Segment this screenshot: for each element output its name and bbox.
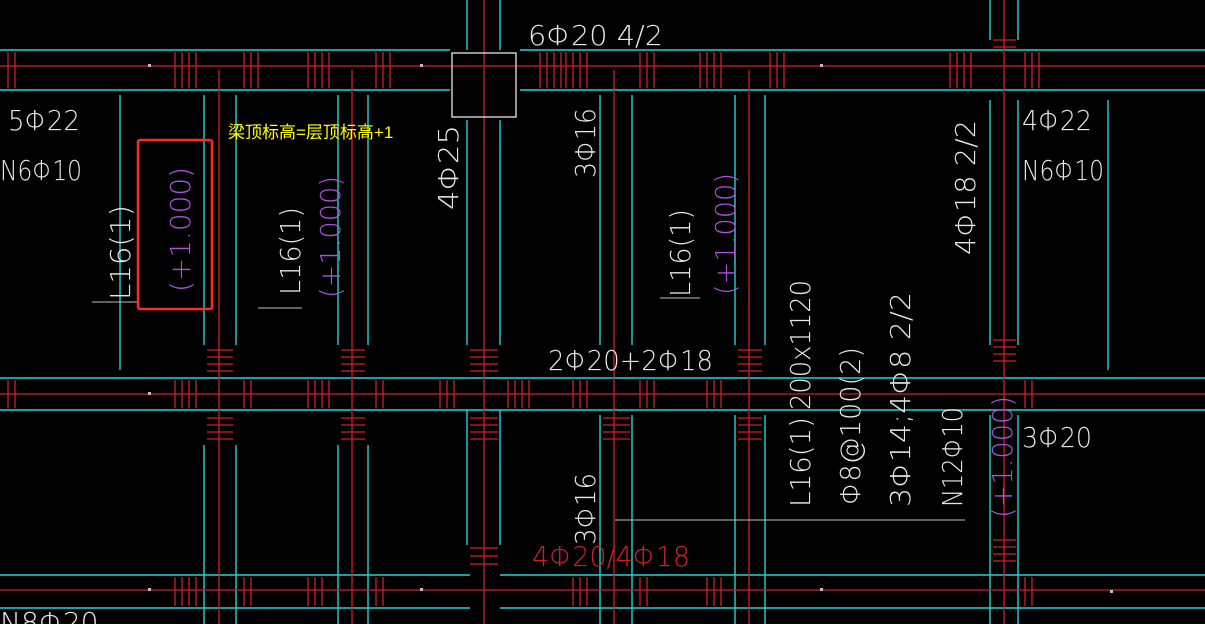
label-right-stirrup: N6Φ10	[1022, 154, 1104, 187]
grid-markers	[148, 64, 1113, 593]
label-section: 200x1120	[784, 280, 817, 410]
leader-lines	[92, 297, 965, 521]
label-beam-d: L16(1)	[784, 417, 817, 507]
label-col-bars-c: 4Φ18 2/2	[949, 120, 982, 255]
labels: 6Φ20 4/2 5Φ22 N6Φ10 4Φ22 N6Φ10 3Φ20 2Φ20…	[0, 19, 1104, 624]
label-elev-c: (+1.000)	[709, 173, 742, 295]
label-beam-a: L16(1)	[104, 205, 137, 300]
label-beam-c: L16(1)	[664, 209, 697, 297]
cyan-beam-edges	[0, 49, 1205, 609]
label-elev-d: (+1.000)	[986, 396, 1019, 518]
label-mid-bars: 2Φ20+2Φ18	[548, 344, 713, 377]
label-elev-b: (+1.000)	[314, 176, 347, 298]
annotation-text: 梁顶标高=层顶标高+1	[228, 123, 393, 142]
label-right-bars: 3Φ20	[1022, 421, 1092, 454]
label-col-bars-a: 4Φ25	[432, 125, 465, 210]
label-left-top-bars: 5Φ22	[8, 104, 80, 137]
label-col-bars-b: 3Φ16	[569, 108, 602, 178]
label-beam-b: L16(1)	[274, 207, 307, 295]
label-side-bars-d: N12Φ10	[936, 407, 969, 507]
label-bottom-col-bars: 3Φ16	[569, 473, 602, 545]
cyan-column-edges	[119, 0, 1109, 624]
label-bottom-red-bars: 4Φ20/4Φ18	[532, 540, 690, 573]
label-partial-left: N8Φ20	[0, 606, 98, 624]
label-left-stirrup: N6Φ10	[0, 154, 82, 187]
label-top-bars: 6Φ20 4/2	[528, 19, 663, 52]
highlight-box[interactable]	[136, 138, 214, 311]
label-long-bars-d: 3Φ14;4Φ8 2/2	[884, 292, 917, 507]
label-right-top-bars: 4Φ22	[1022, 104, 1092, 137]
column-box[interactable]	[451, 52, 517, 118]
label-elev-a: (+1.000)	[164, 167, 197, 292]
label-stirrup-d: Φ8@100(2)	[834, 347, 867, 505]
